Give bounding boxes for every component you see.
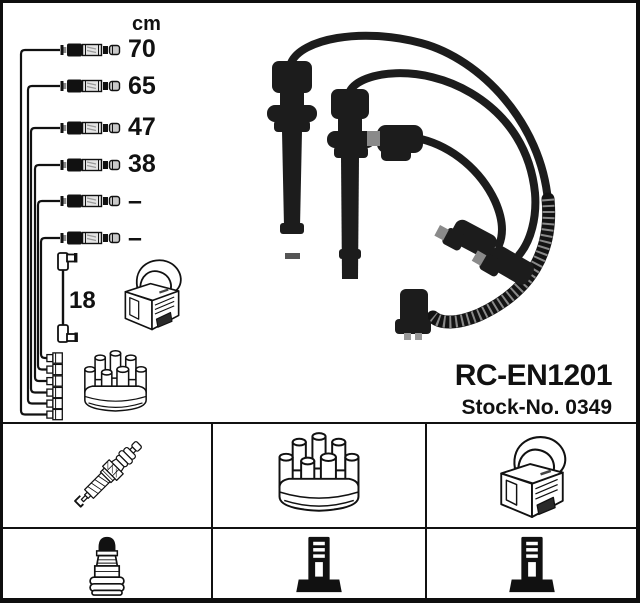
legend-cell-din-terminal (427, 529, 636, 598)
legend-cell-ignition-coil (427, 424, 636, 529)
unit-label: cm (132, 13, 161, 35)
cable-length-label: 38 (128, 150, 156, 178)
spark-plug-icon (70, 435, 147, 512)
part-number: RC-EN1201 (454, 359, 613, 392)
cable-kit-diagram (19, 42, 182, 421)
cable-length-label: 65 (128, 72, 156, 100)
cable-length-label: – (128, 224, 142, 252)
stock-number: Stock-No. 0349 (461, 395, 612, 419)
din-terminal-icon (296, 536, 342, 592)
distributor-cap-icon (278, 431, 360, 512)
elbow-boot (471, 245, 534, 285)
ignition-coil-icon (499, 435, 567, 518)
legend-cell-spark-plug (3, 424, 213, 529)
ignition-coil-icon (124, 259, 182, 331)
wire-routing (19, 48, 60, 416)
legend-cell-distributor-cap (213, 424, 427, 529)
cable-length-label: 70 (128, 35, 156, 63)
product-codes: RC-EN1201 Stock-No. 0349 (454, 359, 613, 421)
coil-wire-icon (57, 252, 78, 343)
component-legend-table (3, 422, 636, 598)
cable-length-label: – (128, 187, 142, 215)
elbow-boot (434, 219, 497, 258)
plug-terminal-nut-icon (89, 535, 125, 596)
distributor-cap-icon (83, 349, 148, 412)
legend-cell-din-terminal (213, 529, 427, 598)
cable-schematic-icon (59, 42, 121, 246)
elbow-boot (395, 289, 431, 340)
legend-cell-plug-terminal (3, 529, 213, 598)
din-terminal-icon (508, 536, 555, 592)
plug-boot (327, 89, 375, 279)
plug-boot (267, 61, 317, 259)
elbow-boot (367, 125, 423, 161)
coil-wire-length-label: 18 (69, 287, 96, 314)
ignition-lead-set-photo (267, 31, 556, 340)
cable-length-label: 47 (128, 113, 156, 141)
connector-stack-icon (46, 352, 63, 421)
